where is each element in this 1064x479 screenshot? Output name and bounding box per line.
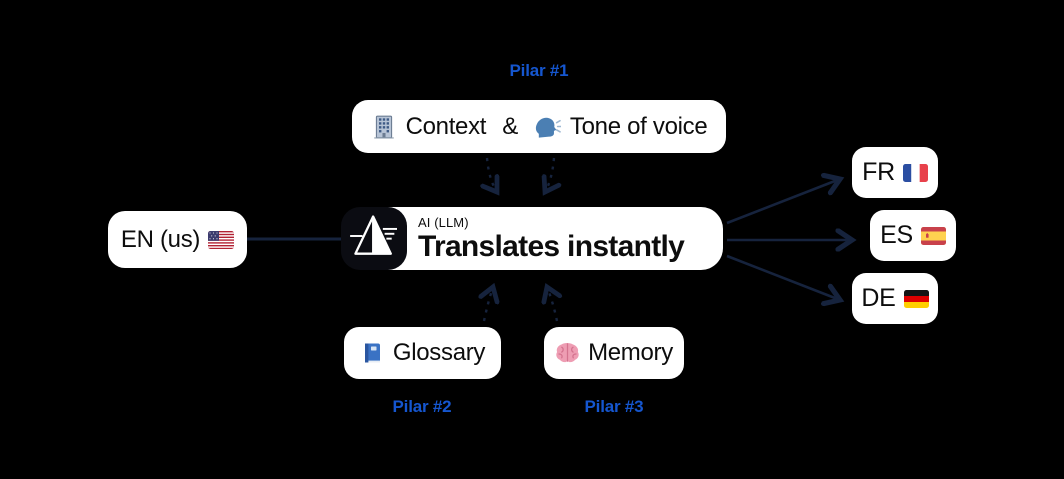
office-building-icon	[371, 114, 397, 140]
pillar1-label: Pilar #1	[509, 61, 569, 80]
us-flag-icon	[208, 230, 235, 249]
dashed-arrow-memory-to-engine	[547, 287, 557, 322]
target-es-label: ES	[880, 221, 913, 249]
target-card-fr: FR	[852, 147, 938, 198]
glossary-label: Glossary	[392, 339, 486, 366]
engine-title: Translates instantly	[418, 230, 685, 263]
dashed-arrow-context-to-engine-left	[487, 157, 497, 192]
engine-text: AI (LLM) Translates instantly	[365, 215, 685, 263]
context-tone-card: Context & Tone of voice	[352, 100, 726, 153]
target-fr-label: FR	[862, 158, 895, 186]
source-language-label: EN (us)	[120, 225, 201, 253]
target-card-de: DE	[852, 273, 938, 324]
pillar2-label: Pilar #2	[392, 397, 452, 416]
engine-card: AI (LLM) Translates instantly	[365, 207, 723, 270]
pillar3-label: Pilar #3	[584, 397, 644, 416]
arrow-engine-to-fr	[726, 179, 840, 225]
brain-icon	[555, 342, 580, 364]
dashed-arrow-context-to-engine-right	[545, 157, 554, 192]
engine-kicker: AI (LLM)	[418, 215, 469, 230]
france-flag-icon	[902, 163, 928, 182]
glossary-card: Glossary	[344, 327, 501, 379]
context-label: Context	[405, 112, 487, 140]
prism-logo-icon	[350, 213, 398, 264]
arrow-engine-to-de	[726, 254, 840, 300]
speaking-head-icon	[534, 115, 561, 139]
target-de-label: DE	[861, 284, 896, 312]
target-card-es: ES	[870, 210, 956, 261]
germany-flag-icon	[903, 289, 929, 308]
memory-card: Memory	[544, 327, 684, 379]
spain-flag-icon	[920, 226, 946, 245]
dashed-arrow-glossary-to-engine	[484, 287, 493, 322]
tone-of-voice-label: Tone of voice	[569, 112, 708, 140]
prism-logo-badge	[341, 207, 407, 270]
blue-book-icon	[360, 341, 384, 365]
ampersand-label: &	[502, 112, 518, 140]
memory-label: Memory	[588, 339, 673, 366]
source-language-card: EN (us)	[108, 211, 247, 268]
